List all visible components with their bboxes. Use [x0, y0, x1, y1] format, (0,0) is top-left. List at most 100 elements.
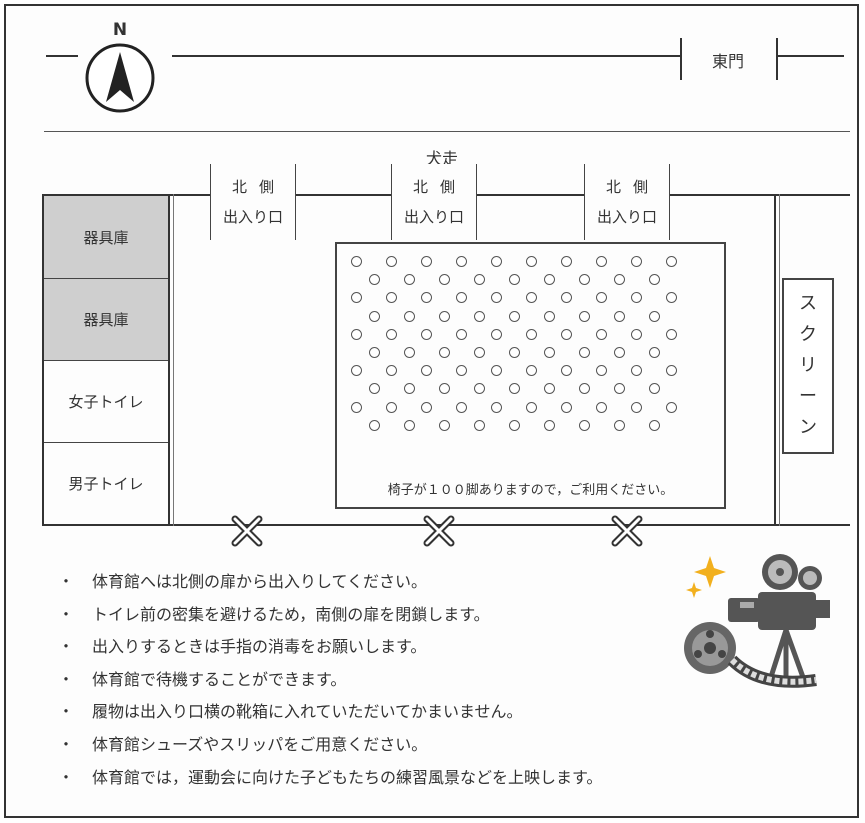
- chair-seat: [351, 292, 362, 304]
- bullet: ・: [58, 767, 75, 787]
- screen-char: ン: [799, 417, 817, 439]
- note-item: ・体育館へは北側の扉から出入りしてください。: [58, 566, 602, 599]
- chair-seat: [666, 256, 677, 267]
- chair-seat: [561, 401, 572, 413]
- chair-seat: [368, 274, 380, 286]
- road-line: [172, 55, 680, 57]
- chair-seat: [596, 328, 607, 340]
- chair-seat: [386, 401, 397, 413]
- note-text: 体育館シューズやスリッパをご用意ください。: [92, 734, 428, 754]
- road-line-left: [46, 55, 78, 57]
- entrance-line1: 北側: [605, 178, 660, 196]
- chair-seat: [526, 401, 537, 413]
- chair-seat: [491, 328, 502, 340]
- chair-seat: [561, 256, 572, 267]
- chair-seat: [368, 347, 380, 358]
- compass-letter: N: [112, 20, 128, 40]
- closed-x-icon: [231, 515, 263, 547]
- east-gate-label: 東門: [711, 52, 744, 71]
- screen-char: ク: [799, 323, 817, 345]
- chair-seat: [421, 292, 432, 304]
- note-item: ・出入りするときは手指の消毒をお願いします。: [58, 631, 602, 664]
- note-item: ・トイレ前の密集を避けるため，南側の扉を閉鎖します。: [58, 599, 602, 632]
- chair-seat: [421, 328, 432, 340]
- chair-seat: [596, 365, 607, 377]
- entrance-line2: 出入り口: [403, 208, 464, 226]
- room-storage-2: 器具庫: [44, 279, 168, 361]
- chair-seat: [368, 419, 380, 431]
- chair-seat: [351, 365, 362, 377]
- chair-seat: [596, 256, 607, 267]
- entrance-line1: 北側: [231, 178, 286, 196]
- chair-seat: [666, 328, 677, 340]
- chair-seat: [473, 310, 485, 322]
- walkway-label: 犬走: [425, 149, 458, 168]
- chair-seat: [631, 256, 642, 267]
- chair-seat: [473, 274, 485, 286]
- closed-x-icon: [611, 515, 643, 547]
- chair-seat: [491, 401, 502, 413]
- note-item: ・体育館では，運動会に向けた子どもたちの練習風景などを上映します。: [58, 762, 602, 795]
- chair-seat: [403, 383, 415, 395]
- chair-seat: [561, 365, 572, 377]
- chair-seat: [491, 365, 502, 377]
- chair-seat: [543, 383, 555, 395]
- chair-seat: [631, 365, 642, 377]
- bullet: ・: [58, 572, 75, 591]
- notes-list: ・体育館へは北側の扉から出入りしてください。 ・トイレ前の密集を避けるため，南側…: [58, 566, 602, 794]
- chair-seat: [386, 328, 397, 340]
- chair-seat: [508, 347, 520, 358]
- chair-seat: [386, 365, 397, 377]
- chair-seat: [543, 274, 555, 286]
- chair-seat: [491, 256, 502, 267]
- entrance-line1: 北側: [412, 178, 467, 196]
- road-line-right: [776, 55, 844, 57]
- compass: N: [84, 20, 156, 116]
- bullet: ・: [58, 604, 75, 624]
- screen-char: リ: [799, 354, 817, 376]
- chair-seat: [403, 310, 415, 322]
- chair-seat: [473, 419, 485, 431]
- chair-seat: [561, 328, 572, 340]
- bullet: ・: [58, 669, 75, 689]
- chair-seat: [508, 383, 520, 395]
- chair-seat: [648, 310, 660, 322]
- chair-seat: [438, 347, 450, 358]
- walkway-line: [44, 131, 850, 132]
- stage-wall: [774, 194, 776, 526]
- note-text: トイレ前の密集を避けるため，南側の扉を閉鎖します。: [92, 604, 490, 624]
- bullet: ・: [58, 702, 75, 722]
- chair-seat: [666, 292, 677, 304]
- chair-seat: [578, 419, 590, 431]
- east-gate-post-left: [680, 38, 682, 80]
- chair-seat: [508, 310, 520, 322]
- chair-seat: [456, 292, 467, 304]
- seating-note: 椅子が１００脚ありますので，ご利用ください。: [387, 483, 674, 498]
- chair-seat: [578, 383, 590, 395]
- chair-seat: [526, 328, 537, 340]
- chair-seat: [666, 365, 677, 377]
- east-gate-post-right: [776, 38, 778, 80]
- chair-seat: [491, 292, 502, 304]
- chair-seat: [596, 401, 607, 413]
- entrance-line2: 出入り口: [222, 208, 283, 226]
- chair-seat: [473, 383, 485, 395]
- room-boys-toilet: 男子トイレ: [68, 475, 144, 493]
- chair-seat: [456, 256, 467, 267]
- chair-seat: [456, 401, 467, 413]
- screen-char: ス: [799, 292, 817, 314]
- chair-seat: [631, 401, 642, 413]
- chair-seat: [473, 347, 485, 358]
- chair-seat: [648, 347, 660, 358]
- screen: ス ク リ ー ン: [782, 278, 834, 454]
- note-item: ・履物は出入り口横の靴箱に入れていただいてかまいません。: [58, 696, 602, 729]
- seating-area: 椅子が１００脚ありますので，ご利用ください。: [335, 242, 726, 509]
- chair-seat: [403, 347, 415, 358]
- bullet: ・: [58, 734, 75, 754]
- chair-seat: [351, 401, 362, 413]
- room-storage-1: 器具庫: [44, 196, 168, 279]
- chair-seat: [403, 274, 415, 286]
- chair-seat: [438, 419, 450, 431]
- chair-seat: [648, 274, 660, 286]
- north-arrow-icon: [85, 43, 155, 113]
